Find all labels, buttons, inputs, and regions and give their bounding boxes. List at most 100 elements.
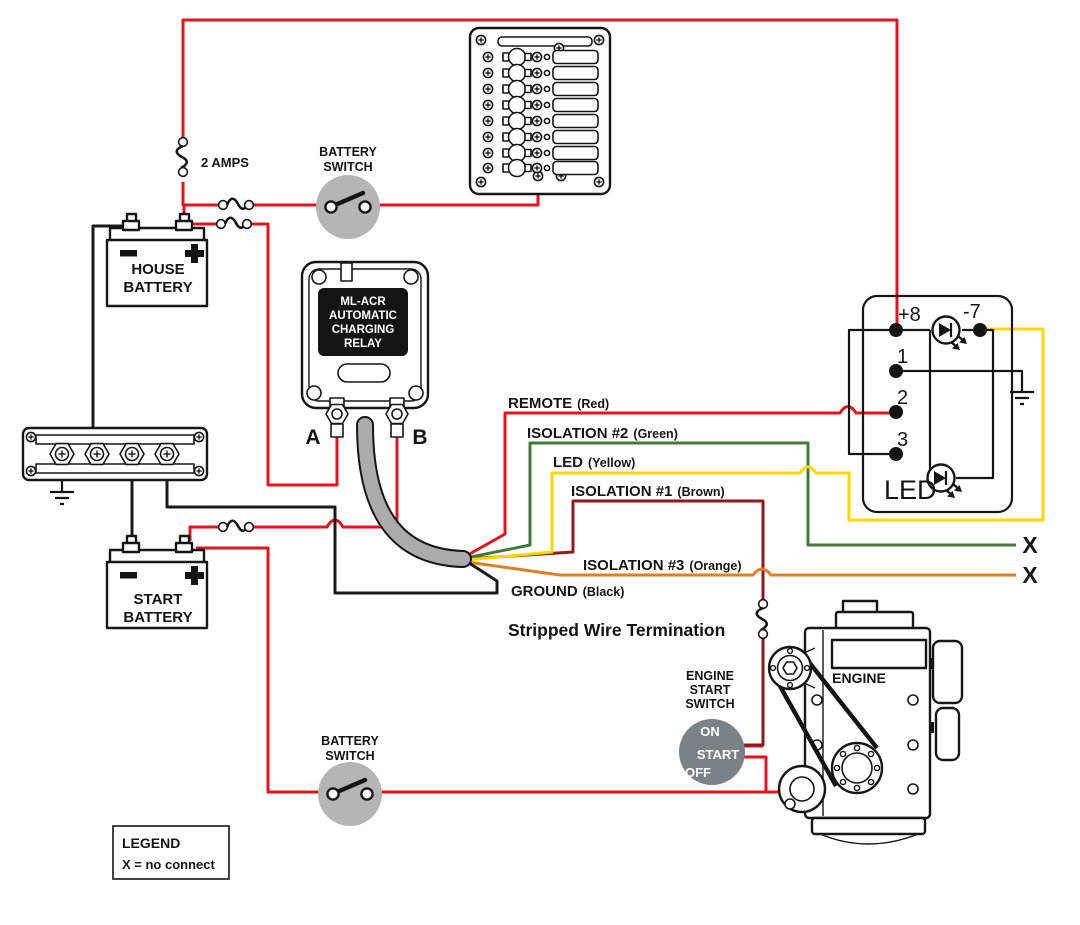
led-wire <box>466 327 1045 562</box>
svg-text:REMOTE(Red): REMOTE(Red) <box>508 395 609 412</box>
terminal-2-label: 2 <box>897 387 908 409</box>
bus-terminal <box>154 442 180 466</box>
engine-start-switch-label: SWITCH <box>685 697 734 711</box>
remote-wire <box>465 405 891 558</box>
house-to-terminal-a-wire <box>191 222 339 487</box>
led-icon <box>931 315 969 352</box>
isolation1-wire-color: (Brown) <box>677 485 724 499</box>
led-panel: +8 -7 1 2 3 LED <box>847 294 1034 514</box>
battery-switch-label: BATTERY <box>321 734 379 748</box>
house-battery: HOUSE BATTERY <box>105 212 209 308</box>
terminal-1 <box>889 364 903 378</box>
start-battery: START BATTERY <box>105 534 209 630</box>
start-battery-label: BATTERY <box>123 609 192 626</box>
bus-terminal <box>84 442 110 466</box>
wires <box>91 18 1045 794</box>
engine-start-switch-label: ENGINE <box>686 669 734 683</box>
start-battery-label: START <box>134 591 183 608</box>
fuse-panel <box>468 26 612 196</box>
screw-icon <box>475 176 487 188</box>
legend-box: LEGEND X = no connect <box>112 825 230 880</box>
crank-pulley <box>830 741 884 795</box>
isolation3-wire-label: ISOLATION #3 <box>583 557 684 574</box>
bus-terminal <box>119 442 145 466</box>
battery-switch-bottom: BATTERY SWITCH <box>318 734 382 826</box>
terminal-plus8-label: +8 <box>898 304 921 326</box>
fuse-house-1 <box>217 197 255 211</box>
ml-acr-relay: ML-ACR AUTOMATIC CHARGING RELAY A B <box>300 260 430 449</box>
section-title: Stripped Wire Termination <box>508 620 725 640</box>
terminal-a-stud <box>325 403 349 425</box>
switch-position-start: START <box>697 747 739 762</box>
battery-switch-icon <box>316 175 380 239</box>
ground-symbol <box>50 480 74 506</box>
relay-label: RELAY <box>344 338 382 350</box>
isolation3-wire-color: (Orange) <box>689 559 741 573</box>
engine-start-switch-body <box>679 719 745 785</box>
switch-position-off: OFF <box>685 765 711 780</box>
ground-wire-label: GROUND <box>511 583 578 600</box>
terminal-minus7-label: -7 <box>963 301 981 323</box>
terminal-a-label: A <box>305 426 320 449</box>
relay-label: ML-ACR <box>340 296 386 308</box>
terminal-b-label: B <box>412 426 427 449</box>
screw-icon <box>25 465 37 477</box>
start-to-engine-switch-wire <box>196 546 796 794</box>
house-positive-top-trunk-wire <box>181 18 899 324</box>
engine-start-switch-label: START <box>690 683 731 697</box>
led-wire-color: (Yellow) <box>588 456 635 470</box>
led-panel-label: LED <box>884 475 937 505</box>
terminal-plus8 <box>889 323 903 337</box>
house-battery-label: BATTERY <box>123 279 192 296</box>
isolation2-wire <box>465 441 1016 560</box>
belt <box>774 650 879 788</box>
fuse-amps-label: 2 AMPS <box>201 155 249 170</box>
screw-icon <box>593 176 605 188</box>
led-wire-label: LED <box>553 454 583 471</box>
screw-icon <box>475 34 487 46</box>
relay-cable <box>358 418 470 566</box>
house-negative-wire <box>91 224 124 430</box>
relay-label: CHARGING <box>332 324 395 336</box>
svg-text:ISOLATION #1(Brown): ISOLATION #1(Brown) <box>571 483 725 500</box>
fuse-start <box>217 519 255 533</box>
wire-labels: REMOTE(Red) ISOLATION #2 (Green) LED (Yell… <box>508 395 742 640</box>
screw-icon <box>25 431 37 443</box>
terminal-3 <box>889 447 903 461</box>
isolation3-wire <box>466 560 1016 577</box>
alternator-pulley <box>767 645 816 691</box>
fuse-2amps <box>175 136 189 178</box>
screw-icon <box>193 465 205 477</box>
battery-switch-top: BATTERY SWITCH <box>316 145 380 239</box>
house-battery-label: HOUSE <box>131 261 184 278</box>
starter-motor <box>777 764 827 814</box>
fuse-house-2 <box>215 216 253 230</box>
fuse-engine <box>755 598 769 640</box>
svg-text:LED(Yellow): LED (Yellow) <box>553 454 635 471</box>
battery-switch-icon <box>318 762 382 826</box>
terminal-b-stud <box>385 403 409 425</box>
terminal-2 <box>889 405 903 419</box>
terminal-1-label: 1 <box>897 346 908 368</box>
isolation2-wire-color: (Green) <box>633 427 677 441</box>
ground-bus-bar <box>21 426 209 506</box>
screw-icon <box>193 431 205 443</box>
battery-switch-label: BATTERY <box>319 145 377 159</box>
switch-position-on: ON <box>700 724 720 739</box>
legend-entry: X = no connect <box>122 857 215 872</box>
relay-label: AUTOMATIC <box>329 310 397 322</box>
legend-title: LEGEND <box>122 835 180 851</box>
svg-text:GROUND(Black): GROUND(Black) <box>511 583 624 600</box>
led-ground-symbol <box>897 369 1034 406</box>
remote-wire-color: (Red) <box>577 397 609 411</box>
battery-switch-label: SWITCH <box>323 160 372 174</box>
terminal-3-label: 3 <box>897 429 908 451</box>
ground-bundle-wire <box>165 470 499 595</box>
relay-label-plate <box>318 288 408 356</box>
svg-text:ISOLATION #3(Orange): ISOLATION #3 (Orange) <box>583 557 742 574</box>
svg-text:ISOLATION #2(Green): ISOLATION #2 (Green) <box>527 425 678 442</box>
screw-icon <box>593 34 605 46</box>
isolation2-wire-label: ISOLATION #2 <box>527 425 628 442</box>
